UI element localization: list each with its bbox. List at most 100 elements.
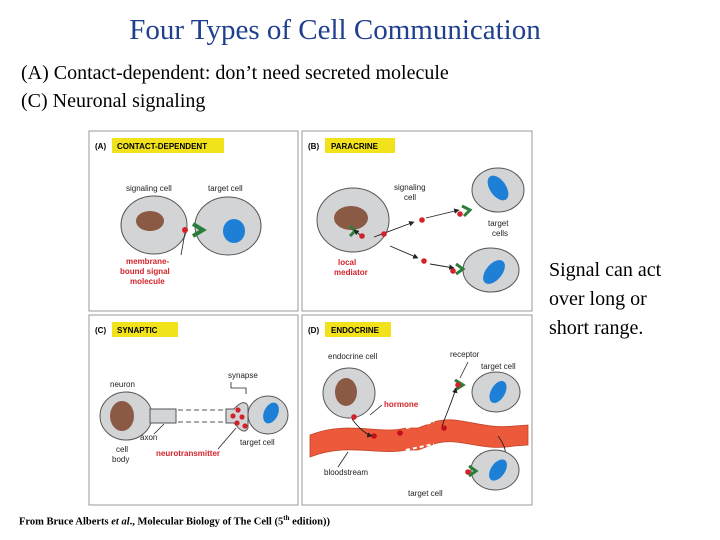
panel-c-neurotransmitter-dot bbox=[242, 423, 248, 429]
slide-title: Four Types of Cell Communication bbox=[129, 14, 541, 46]
signal-range-note: Signal can act over long or short range. bbox=[549, 256, 719, 343]
panel-d-bloodstream-break-top bbox=[405, 421, 435, 429]
citation-middle: ., Molecular Biology of The Cell (5 bbox=[129, 516, 284, 528]
panel-d-arrow-1 bbox=[351, 418, 373, 438]
panel-a: (A) CONTACT-DEPENDENT signaling cell tar… bbox=[95, 138, 262, 286]
panel-d-receptor-label: receptor bbox=[450, 350, 480, 359]
panel-c-axon-start bbox=[149, 408, 177, 424]
panel-d-bloodstream-break-bottom bbox=[405, 443, 435, 451]
panel-d-bloodstream-pointer bbox=[337, 451, 349, 468]
panel-c-neurotransmitter-dot bbox=[230, 413, 236, 419]
panel-b-target-cells-label-1: target bbox=[488, 219, 509, 228]
panel-b-arrow-1 bbox=[373, 221, 415, 238]
panel-c-axon-pointer bbox=[153, 423, 165, 435]
panel-a-frame bbox=[88, 130, 299, 312]
panel-d-receptor-icon-bottom bbox=[468, 464, 479, 478]
panel-c-neurotransmitter-dot bbox=[234, 420, 240, 426]
panel-c-title: SYNAPTIC bbox=[117, 326, 158, 335]
panel-c-cell-body-label-2: body bbox=[112, 455, 129, 464]
panel-b-signaling-cell-label-1: signaling bbox=[394, 183, 426, 192]
panel-b-mediator-dot bbox=[450, 268, 456, 274]
signal-range-line-2: over long or bbox=[549, 288, 647, 310]
citation-etal: et al bbox=[111, 516, 130, 528]
panel-b-receptor-icon-2 bbox=[455, 262, 466, 276]
citation-suffix: edition)) bbox=[289, 516, 331, 528]
panel-b-arrow-4 bbox=[389, 245, 419, 259]
panel-b-title: PARACRINE bbox=[331, 142, 379, 151]
panel-c-neurotransmitter-dot bbox=[235, 407, 241, 413]
panel-d-endocrine-nucleus bbox=[335, 378, 357, 406]
panel-d-hormone-dot bbox=[465, 469, 471, 475]
panel-a-title: CONTACT-DEPENDENT bbox=[117, 142, 207, 151]
panel-d-hormone-pointer bbox=[369, 404, 383, 416]
panel-d: (D) ENDOCRINE endocrine cell receptor ta… bbox=[308, 322, 529, 498]
panel-d-target-cell-bottom-label: target cell bbox=[408, 489, 443, 498]
panel-b-arrow-2 bbox=[425, 208, 460, 219]
panel-c-axon-terminal bbox=[225, 402, 249, 432]
panel-d-hormone-dot bbox=[351, 414, 357, 420]
panel-b-signaling-cell-label-2: cell bbox=[404, 193, 416, 202]
panel-b-letter: (B) bbox=[308, 142, 319, 151]
panel-a-signaling-nucleus bbox=[136, 211, 164, 231]
contact-dependent-note: (A) Contact-dependent: don’t need secret… bbox=[21, 62, 449, 84]
panel-d-receptor-pointer bbox=[459, 361, 469, 379]
citation-prefix: From Bruce Alberts bbox=[19, 516, 112, 528]
panel-c-neuron-label: neuron bbox=[110, 380, 135, 389]
panel-d-target-nucleus-bottom bbox=[489, 459, 507, 481]
panel-b-arrow-5 bbox=[429, 263, 455, 270]
panel-d-arrow-2 bbox=[441, 387, 458, 427]
panel-d-receptor-icon bbox=[454, 378, 466, 392]
panel-c-synapse-bracket bbox=[230, 382, 247, 394]
panel-b-target-cells-label-2: cells bbox=[492, 229, 508, 238]
figure-citation: From Bruce Alberts et al., Molecular Bio… bbox=[19, 514, 330, 528]
panel-b-target-nucleus-1 bbox=[487, 175, 509, 201]
panel-c-target-nucleus bbox=[263, 402, 279, 424]
panel-d-hormone-dot bbox=[397, 430, 403, 436]
panel-a-receptor-icon bbox=[182, 222, 207, 238]
panel-c-title-bar bbox=[112, 322, 178, 337]
panel-d-target-nucleus-top bbox=[489, 381, 507, 403]
panel-a-molecule-label-2: bound signal bbox=[120, 267, 170, 276]
panel-a-molecule-label-3: molecule bbox=[130, 277, 165, 286]
panel-a-letter: (A) bbox=[95, 142, 106, 151]
panel-b-mediator-dot bbox=[381, 231, 387, 237]
panel-b-mediator-dot bbox=[457, 211, 463, 217]
panel-d-bloodstream-label: bloodstream bbox=[324, 468, 368, 477]
panel-d-target-cell-top-label: target cell bbox=[481, 362, 516, 371]
panel-d-hormone-dot bbox=[441, 425, 447, 431]
panel-a-molecule-label-1: membrane- bbox=[126, 257, 169, 266]
citation-superscript: th bbox=[283, 514, 290, 522]
panel-b-mediator-label-2: mediator bbox=[334, 268, 368, 277]
panel-b-target-nucleus-2 bbox=[483, 260, 505, 284]
signal-range-line-3: short range. bbox=[549, 317, 644, 339]
panel-b-receptor-icon-1 bbox=[461, 204, 473, 218]
panel-c-neuron-nucleus bbox=[110, 401, 134, 431]
panel-d-title-bar bbox=[325, 322, 391, 337]
panel-c-neurotransmitter-pointer bbox=[217, 427, 237, 450]
panel-c: (C) SYNAPTIC synapse neuron axon cell bo… bbox=[95, 322, 289, 464]
panel-c-axon-label: axon bbox=[140, 433, 157, 442]
panel-a-target-cell-label: target cell bbox=[208, 184, 243, 193]
panel-b: (B) PARACRINE signaling cell target cell… bbox=[308, 138, 525, 293]
panel-c-synapse-label: synapse bbox=[228, 371, 258, 380]
panel-d-hormone-dot bbox=[455, 382, 461, 388]
panel-d-title: ENDOCRINE bbox=[331, 326, 380, 335]
panel-b-mediator-dot bbox=[419, 217, 425, 223]
panel-a-target-nucleus bbox=[223, 219, 245, 243]
panel-c-letter: (C) bbox=[95, 326, 106, 335]
panel-a-signaling-cell-label: signaling cell bbox=[126, 184, 172, 193]
panel-b-mediator-dot bbox=[421, 258, 427, 264]
panel-d-bloodstream bbox=[309, 419, 529, 458]
panel-b-title-bar bbox=[325, 138, 395, 153]
panel-a-molecule-pointer bbox=[180, 232, 186, 256]
panel-c-neurotransmitter-dot bbox=[239, 414, 245, 420]
panel-d-hormone-label: hormone bbox=[384, 400, 419, 409]
panel-b-signaling-nucleus bbox=[334, 206, 368, 230]
panel-d-letter: (D) bbox=[308, 326, 319, 335]
cell-communication-figure: (A) CONTACT-DEPENDENT signaling cell tar… bbox=[88, 130, 533, 506]
panel-d-endocrine-cell-label: endocrine cell bbox=[328, 352, 378, 361]
neuronal-signaling-note: (C) Neuronal signaling bbox=[21, 90, 206, 112]
panel-a-title-bar bbox=[112, 138, 224, 153]
panel-b-mediator-label-1: local bbox=[338, 258, 356, 267]
panel-c-cell-body-label-1: cell bbox=[116, 445, 128, 454]
